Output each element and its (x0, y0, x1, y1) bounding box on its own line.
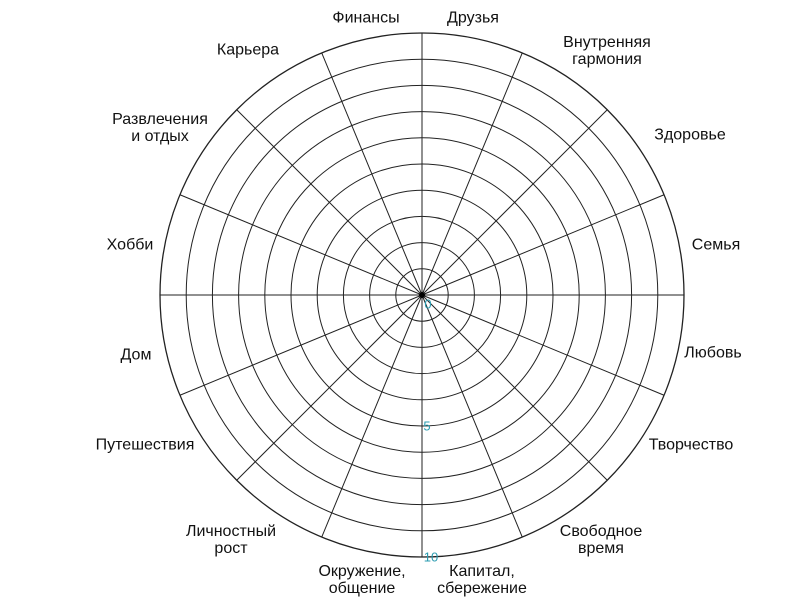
sector-divider (236, 294, 423, 481)
sector-divider (179, 294, 423, 396)
sector-divider (236, 109, 423, 296)
sector-label-free-time: Свободное время (559, 523, 643, 557)
scale-label-max: 10 (423, 549, 439, 565)
sector-label-creativity: Творчество (648, 436, 734, 454)
sector-label-home: Дом (120, 346, 152, 364)
sector-label-environment: Окружение, общение (318, 563, 406, 597)
sector-label-health: Здоровье (654, 126, 726, 144)
sector-label-love: Любовь (684, 344, 742, 362)
sector-label-finance: Финансы (332, 9, 400, 27)
sector-label-inner-harmony: Внутренняя гармония (563, 34, 651, 68)
sector-divider (421, 294, 523, 538)
sector-divider (421, 294, 665, 396)
scale-label-min: 0 (424, 296, 432, 312)
sector-divider (421, 294, 608, 481)
sector-label-friends: Друзья (447, 9, 499, 27)
scale-label-mid: 5 (423, 418, 431, 434)
sector-divider (421, 109, 608, 296)
center-dot (419, 292, 425, 298)
sector-label-personal-growth: Личностный рост (185, 523, 277, 557)
sector-divider (321, 52, 423, 296)
sector-label-capital: Капитал, сбережение (437, 563, 527, 597)
sector-divider (421, 194, 665, 296)
sector-divider (421, 52, 523, 296)
sector-label-hobby: Хобби (106, 236, 154, 254)
sector-divider (321, 294, 423, 538)
sector-divider (179, 194, 423, 296)
sector-label-career: Карьера (216, 41, 280, 59)
sector-label-leisure: Развлечения и отдых (112, 111, 208, 145)
sector-label-family: Семья (691, 236, 741, 254)
sector-label-travel: Путешествия (95, 436, 195, 454)
